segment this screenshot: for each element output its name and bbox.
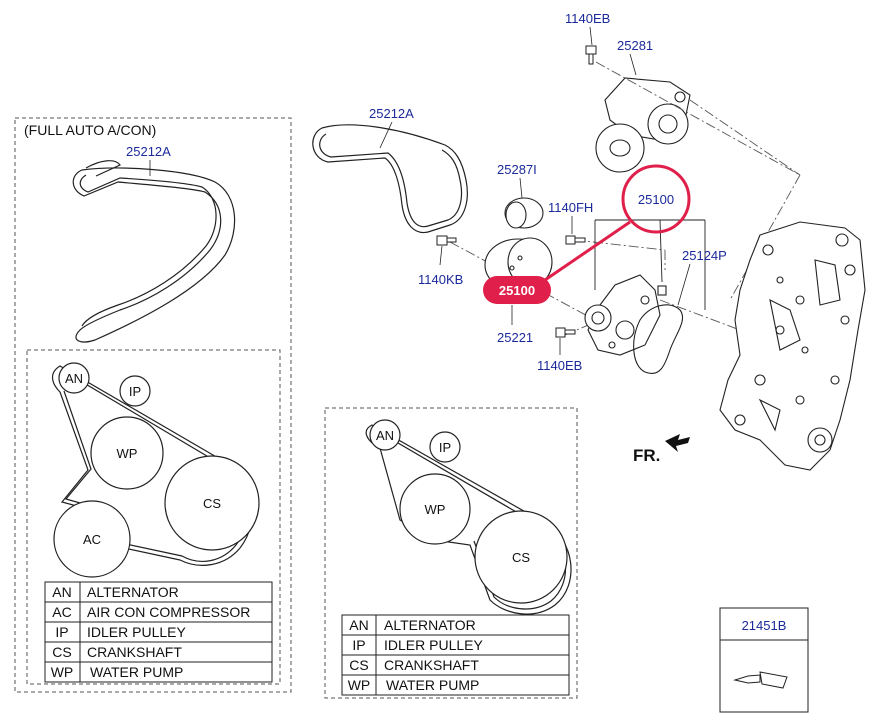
legend-code: WP — [51, 664, 74, 680]
legend-name: ALTERNATOR — [87, 584, 179, 600]
legend-name: WATER PUMP — [386, 677, 479, 693]
standard-pulleys: AN IP WP CS — [369, 419, 568, 604]
highlight-connector — [544, 220, 631, 282]
full-auto-box-frame — [14, 117, 292, 693]
idler-pulley-drawing — [504, 197, 544, 229]
full-auto-pulleys: AN IP WP CS AC — [53, 362, 260, 578]
bolt-1140fh — [565, 235, 586, 245]
standard-legend-table: AN ALTERNATOR IP IDLER PULLEY CS CRANKSH… — [341, 614, 570, 696]
pulley-wp-label: WP — [425, 502, 446, 517]
part-highlight-circle — [621, 164, 691, 234]
full-auto-belt-drawing — [72, 160, 236, 343]
leader-line — [519, 177, 523, 199]
part-number-25100-highlight[interactable]: 25100 — [499, 283, 535, 298]
sealant-tube-icon — [733, 671, 788, 689]
pulley-ip — [429, 431, 461, 463]
leader-line — [677, 263, 691, 306]
pulley-ip — [119, 375, 151, 407]
full-auto-belt-layout-frame — [26, 349, 281, 685]
pulley-ac — [53, 500, 131, 578]
legend-name: IDLER PULLEY — [87, 624, 186, 640]
legend-name: CRANKSHAFT — [87, 644, 182, 660]
legend-code: CS — [52, 644, 71, 660]
pulley-ip-label: IP — [129, 384, 141, 399]
part-number-1140eb-bottom[interactable]: 1140EB — [537, 358, 582, 373]
legend-name: IDLER PULLEY — [384, 637, 483, 653]
legend-code: AC — [52, 604, 71, 620]
legend-code: IP — [55, 624, 68, 640]
pulley-an-label: AN — [65, 371, 83, 386]
pulley-ip-label: IP — [439, 440, 451, 455]
pulley-cs — [474, 510, 568, 604]
bolt-1140eb-top — [585, 45, 597, 65]
part-number-25100-circle[interactable]: 25100 — [638, 192, 674, 207]
front-arrow-icon — [665, 434, 690, 452]
reference-lines — [449, 61, 801, 336]
part-number-25287i[interactable]: 25287I — [497, 162, 537, 177]
legend-code: CS — [349, 657, 368, 673]
pulley-an — [58, 362, 90, 394]
pulley-wp — [399, 473, 471, 545]
part-number-1140eb-top[interactable]: 1140EB — [565, 11, 610, 26]
standard-belt-layout-frame — [324, 407, 578, 699]
pulley-wp-label: WP — [117, 446, 138, 461]
full-auto-belt-part-number[interactable]: 25212A — [126, 144, 171, 159]
bolt-1140eb-bottom — [555, 327, 576, 338]
water-pump-drawing — [584, 274, 667, 356]
part-number-1140fh[interactable]: 1140FH — [548, 200, 593, 215]
full-auto-legend-table: AN ALTERNATOR AC AIR CON COMPRESSOR IP I… — [44, 581, 273, 683]
legend-name: AIR CON COMPRESSOR — [87, 604, 250, 620]
part-highlight-badge[interactable] — [483, 276, 551, 304]
leader-line — [589, 26, 593, 46]
legend-name: ALTERNATOR — [384, 617, 476, 633]
full-auto-title: (FULL AUTO A/CON) — [24, 122, 156, 138]
leader-line — [439, 245, 443, 266]
legend-code: IP — [352, 637, 365, 653]
part-number-1140kb[interactable]: 1140KB — [418, 272, 463, 287]
leader-line — [379, 121, 393, 149]
part-21451b-box[interactable] — [719, 607, 809, 713]
pulley-an-label: AN — [376, 428, 394, 443]
timing-cover-drawing — [719, 221, 866, 471]
legend-name: CRANKSHAFT — [384, 657, 479, 673]
part-number-25212a[interactable]: 25212A — [369, 106, 414, 121]
part-number-21451b[interactable]: 21451B — [742, 618, 787, 633]
leader-line — [629, 53, 637, 76]
pulley-cs-label: CS — [512, 550, 530, 565]
legend-name: WATER PUMP — [90, 664, 183, 680]
serpentine-belt-drawing — [312, 124, 468, 234]
pulley-wp — [90, 416, 164, 490]
tensioner-drawing — [595, 77, 691, 173]
pulley-cs-label: CS — [203, 496, 221, 511]
part-number-25281[interactable]: 25281 — [617, 38, 653, 53]
bolt-1140kb — [436, 235, 457, 246]
pulley-ac-label: AC — [83, 532, 101, 547]
part-number-25221[interactable]: 25221 — [497, 330, 533, 345]
part-number-25124p[interactable]: 25124P — [682, 248, 727, 263]
pulley-an — [369, 419, 401, 451]
legend-code: WP — [348, 677, 371, 693]
legend-code: AN — [349, 617, 368, 633]
legend-code: AN — [52, 584, 71, 600]
water-pump-gasket-drawing — [633, 304, 684, 374]
pulley-cs — [164, 455, 260, 551]
direction-label: FR. — [633, 446, 660, 465]
